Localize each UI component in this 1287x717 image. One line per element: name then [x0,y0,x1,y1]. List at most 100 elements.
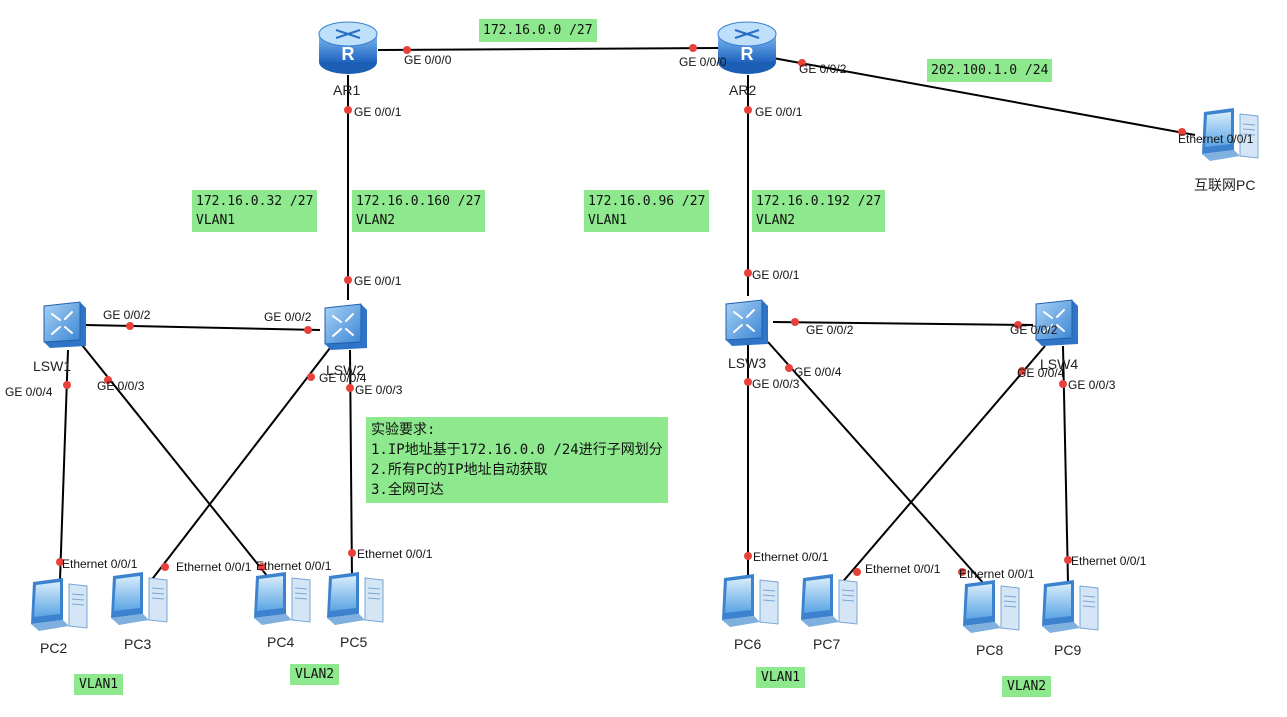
port-label: Ethernet 0/0/1 [959,567,1035,581]
lsw3-label: LSW3 [728,355,767,371]
port-dot [161,563,169,571]
port-label: GE 0/0/3 [355,383,403,397]
pc-icon[interactable] [321,570,387,628]
pc-icon[interactable] [716,572,782,630]
vlan-tag: VLAN1 [74,674,124,695]
subnet-vlan: VLAN2 [356,213,396,228]
lsw2-label: LSW2 [326,362,365,378]
vlan-tag: VLAN1 [756,667,806,688]
switch-icon[interactable] [722,296,770,348]
port-label: Ethernet 0/0/1 [357,547,433,561]
port-dot [63,381,71,389]
subnet-ip: 172.16.0.160 /27 [356,194,482,209]
port-label: GE 0/0/4 [794,365,842,379]
link-lsw3-pc8 [767,341,986,586]
port-label: GE 0/0/1 [752,268,800,282]
pc4-label: PC4 [267,634,295,650]
pc-icon[interactable] [105,570,171,628]
pc-icon[interactable] [1036,578,1102,636]
link-lsw1-pc4 [81,344,273,583]
switch-icon[interactable] [1032,296,1080,348]
svg-text:R: R [342,44,355,64]
router-icon[interactable]: R [717,20,777,76]
link-ar1-ar2 [377,47,719,51]
port-dot [785,364,793,372]
pc2-label: PC2 [40,640,68,656]
port-label: GE 0/0/3 [1068,378,1116,392]
pc6-label: PC6 [734,636,762,652]
pc-icon[interactable] [957,578,1023,636]
port-dot [126,322,134,330]
subnet-vlan: VLAN2 [756,213,796,228]
port-dot [1178,128,1186,136]
port-label: Ethernet 0/0/1 [256,559,332,573]
pc3-label: PC3 [124,636,152,652]
subnet-ip: 172.16.0.96 /27 [588,194,706,209]
pc9-label: PC9 [1054,642,1082,658]
port-label: Ethernet 0/0/1 [865,562,941,576]
pc-icon[interactable] [248,570,314,628]
pc-icon[interactable] [25,576,91,634]
port-dot [1018,367,1026,375]
port-label: Ethernet 0/0/1 [753,550,829,564]
port-label: GE 0/0/2 [806,323,854,337]
port-label: GE 0/0/1 [354,274,402,288]
pc5-label: PC5 [340,634,368,650]
lsw4-label: LSW4 [1040,356,1079,372]
port-dot [403,46,411,54]
port-dot [1014,321,1022,329]
port-dot [689,44,697,52]
port-dot [348,549,356,557]
subnet-ar-link: 172.16.0.0 /27 [479,19,597,42]
port-dot [307,373,315,381]
port-label: GE 0/0/2 [103,308,151,322]
port-dot [744,269,752,277]
switch-icon[interactable] [40,298,88,350]
port-dot [798,59,806,67]
port-label: GE 0/0/0 [679,55,727,69]
port-dot [304,326,312,334]
ar1-label: AR1 [333,82,361,98]
link-lsw1-lsw2 [84,324,321,331]
port-dot [346,384,354,392]
pc8-label: PC8 [976,642,1004,658]
port-label: GE 0/0/1 [755,105,803,119]
ar2-label: AR2 [729,82,757,98]
vlan-tag: VLAN2 [290,664,340,685]
port-label: Ethernet 0/0/1 [1071,554,1147,568]
port-dot [744,106,752,114]
link-lsw4-pc7 [839,345,1046,586]
port-label: GE 0/0/1 [354,105,402,119]
pc-icon[interactable] [1196,106,1262,164]
router-icon[interactable]: R [318,20,378,76]
port-dot [56,558,64,566]
port-label: GE 0/0/4 [5,385,53,399]
requirement-item: 3.全网可达 [371,482,444,498]
subnet-ip: 172.16.0.192 /27 [756,194,882,209]
subnet-ip: 172.16.0.32 /27 [196,194,314,209]
port-dot [104,376,112,384]
lsw1-label: LSW1 [33,358,72,374]
port-dot [853,568,861,576]
port-dot [744,378,752,386]
requirement-item: 1.IP地址基于172.16.0.0 /24进行子网划分 [371,442,663,458]
port-label: GE 0/0/2 [264,310,312,324]
requirements-title: 实验要求: [371,422,436,438]
switch-icon[interactable] [321,300,369,352]
port-label: GE 0/0/2 [799,62,847,76]
port-dot [1064,556,1072,564]
internet-pc-label: 互联网PC [1194,177,1256,193]
pc-icon[interactable] [795,572,861,630]
subnet-internet: 202.100.1.0 /24 [927,59,1053,82]
port-label: GE 0/0/0 [404,53,452,67]
port-dot [1059,380,1067,388]
vlan-tag: VLAN2 [1002,676,1052,697]
port-dot [344,276,352,284]
port-label: GE 0/0/4 [1017,366,1065,380]
